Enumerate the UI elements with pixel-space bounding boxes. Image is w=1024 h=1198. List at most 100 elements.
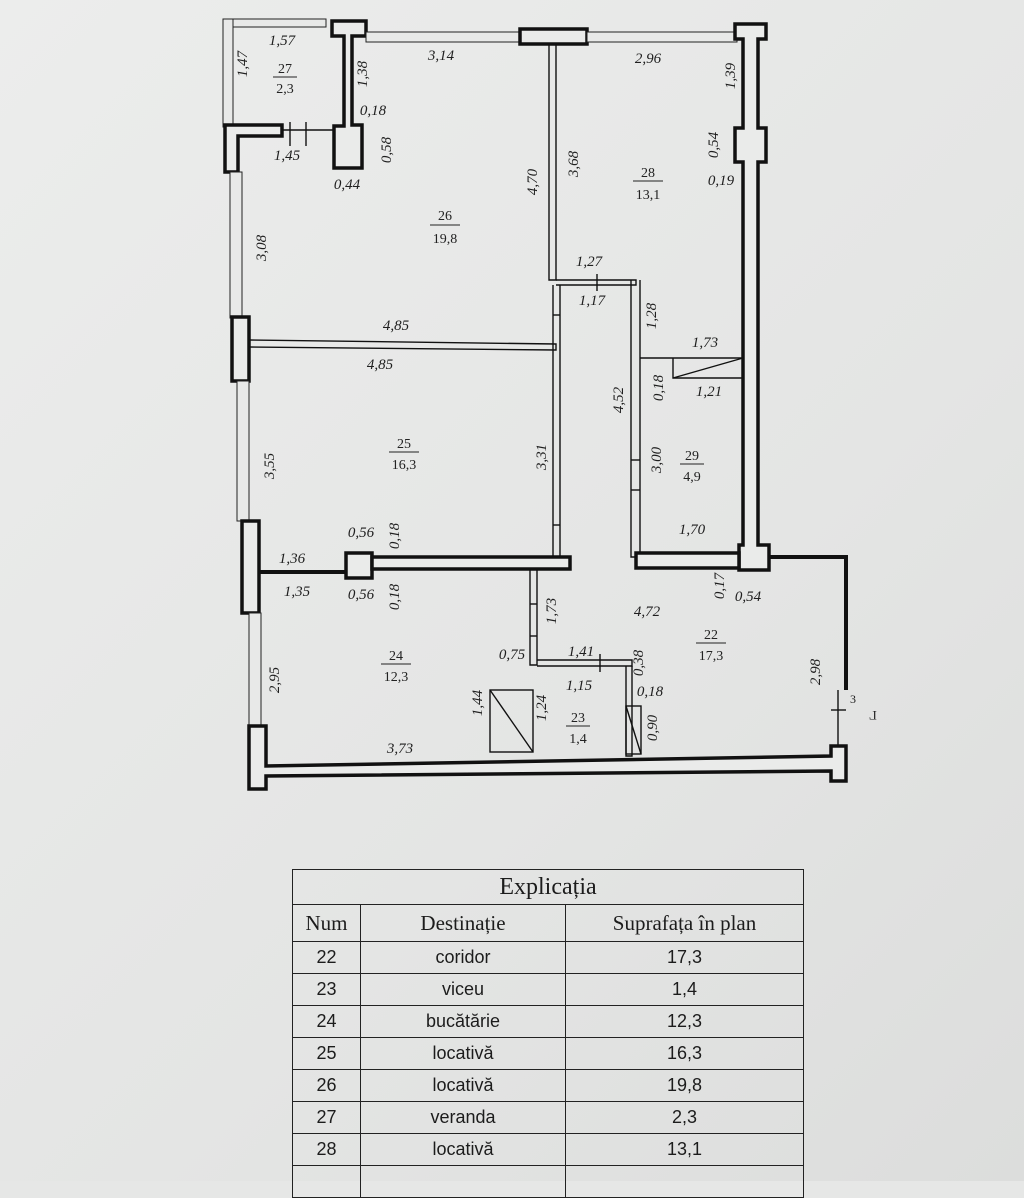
dim-label: 4,52 bbox=[611, 386, 627, 413]
row-num: 24 bbox=[292, 1005, 361, 1038]
row-area: 16,3 bbox=[565, 1037, 804, 1070]
row-num: 25 bbox=[292, 1037, 361, 1070]
veranda-top-window bbox=[223, 18, 327, 28]
partition-24-23 bbox=[529, 569, 538, 666]
dim-label: 4,85 bbox=[367, 357, 394, 373]
dim-label: 1,21 bbox=[696, 384, 722, 400]
dim-label: 1,24 bbox=[534, 694, 550, 721]
partition-22-top bbox=[634, 551, 741, 570]
row-destination: coridor bbox=[360, 941, 566, 974]
veranda-pier bbox=[223, 123, 284, 174]
dim-label: 4,72 bbox=[634, 604, 661, 620]
room-23-label: 23 1,4 bbox=[566, 711, 590, 747]
floor-plan: 27 2,3 26 19,8 28 13,1 25 16,3 29 4,9 24… bbox=[222, 18, 877, 791]
dim-label: 0,44 bbox=[334, 177, 361, 193]
partition-25-corridor bbox=[552, 285, 561, 558]
veranda-left-window bbox=[222, 18, 234, 128]
room-24-label: 24 12,3 bbox=[381, 649, 411, 685]
shaft-24-diagonal bbox=[489, 689, 534, 753]
small-pier bbox=[344, 551, 374, 580]
header-area: Suprafața în plan bbox=[565, 904, 804, 942]
dim-label: 1,70 bbox=[679, 522, 706, 538]
row-destination: locativă bbox=[360, 1037, 566, 1070]
row-area: 17,3 bbox=[565, 941, 804, 974]
row-area: 1,4 bbox=[565, 973, 804, 1006]
room-number: 23 bbox=[571, 711, 585, 726]
room-number: 25 bbox=[397, 437, 411, 452]
dim-label: 2,95 bbox=[267, 666, 283, 693]
row-destination: locativă bbox=[360, 1069, 566, 1102]
table-row: 23 viceu 1,4 bbox=[292, 973, 804, 1006]
row-destination: locativă bbox=[360, 1133, 566, 1166]
dim-label: 1,39 bbox=[723, 62, 739, 89]
dim-label: 1,27 bbox=[576, 254, 604, 270]
dim-label: 4,85 bbox=[383, 318, 410, 334]
room-area: 4,9 bbox=[683, 470, 701, 485]
dim-label: 2,96 bbox=[635, 51, 662, 67]
dim-label: 3,55 bbox=[262, 452, 278, 480]
room-22-label: 22 17,3 bbox=[696, 628, 726, 664]
entrance-mark-label: Г bbox=[869, 708, 877, 723]
dim-label: 3,31 bbox=[534, 444, 550, 471]
top-window-26 bbox=[365, 31, 521, 43]
left-window-24 bbox=[248, 612, 262, 727]
dim-label: 1,47 bbox=[235, 49, 251, 77]
room-26-label: 26 19,8 bbox=[430, 209, 460, 247]
dim-label: 0,17 bbox=[712, 571, 728, 599]
right-wall-lower bbox=[769, 555, 848, 690]
row-area: 19,8 bbox=[565, 1069, 804, 1102]
partition-26-28 bbox=[548, 44, 557, 281]
left-pier-2 bbox=[240, 519, 261, 615]
room-number: 22 bbox=[704, 628, 718, 643]
dim-label: 1,45 bbox=[274, 148, 301, 164]
dim-label: 0,54 bbox=[735, 589, 762, 605]
legend-table: Explicația Num Destinație Suprafața în p… bbox=[292, 869, 804, 1198]
room-area: 13,1 bbox=[636, 188, 661, 203]
room-area: 19,8 bbox=[433, 232, 458, 247]
partition-29-left bbox=[630, 280, 641, 558]
dim-label: 1,73 bbox=[544, 598, 560, 624]
dim-label: 4,70 bbox=[525, 168, 541, 195]
dim-label: 0,18 bbox=[387, 583, 403, 610]
dim-label: 0,56 bbox=[348, 587, 375, 603]
dim-label: 0,38 bbox=[631, 649, 647, 676]
row-destination: bucătărie bbox=[360, 1005, 566, 1038]
table-row: 26 locativă 19,8 bbox=[292, 1069, 804, 1102]
right-wall-upper bbox=[733, 22, 771, 572]
dim-label: 0,56 bbox=[348, 525, 375, 541]
dim-label: 0,75 bbox=[499, 647, 526, 663]
table-row: 25 locativă 16,3 bbox=[292, 1037, 804, 1070]
room-area: 16,3 bbox=[392, 458, 417, 473]
table-row: 27 veranda 2,3 bbox=[292, 1101, 804, 1134]
partition-28-bottom bbox=[556, 279, 637, 286]
dim-label: 0,18 bbox=[360, 103, 387, 119]
table-row: 28 locativă 13,1 bbox=[292, 1133, 804, 1166]
header-num: Num bbox=[292, 904, 361, 942]
row-area: 2,3 bbox=[565, 1101, 804, 1134]
dim-label: 0,18 bbox=[651, 374, 667, 401]
room-25-label: 25 16,3 bbox=[389, 437, 419, 473]
dim-label: 0,58 bbox=[379, 136, 395, 163]
row-destination: veranda bbox=[360, 1101, 566, 1134]
row-num: 26 bbox=[292, 1069, 361, 1102]
table-row: 24 bucătărie 12,3 bbox=[292, 1005, 804, 1038]
shaft-24 bbox=[489, 689, 534, 753]
room-area: 17,3 bbox=[699, 649, 724, 664]
dim-label: 0,19 bbox=[708, 173, 735, 189]
dim-label: 1,15 bbox=[566, 678, 593, 694]
dim-label: 0,18 bbox=[387, 522, 403, 549]
dim-label: 1,35 bbox=[284, 584, 311, 600]
left-window-26 bbox=[229, 171, 243, 319]
room-27-label: 27 2,3 bbox=[273, 62, 297, 97]
central-pier bbox=[330, 19, 368, 170]
dim-label: 3,08 bbox=[254, 234, 270, 262]
legend-caption: Explicația bbox=[292, 869, 804, 905]
table-row-partial bbox=[292, 1165, 804, 1198]
header-destination: Destinație bbox=[360, 904, 566, 942]
dim-label: 1,73 bbox=[692, 335, 718, 351]
dim-label: 1,17 bbox=[579, 293, 607, 309]
room-number: 24 bbox=[389, 649, 403, 664]
bottom-wall bbox=[247, 724, 848, 791]
table-row: 22 coridor 17,3 bbox=[292, 941, 804, 974]
left-window-25 bbox=[236, 380, 250, 522]
